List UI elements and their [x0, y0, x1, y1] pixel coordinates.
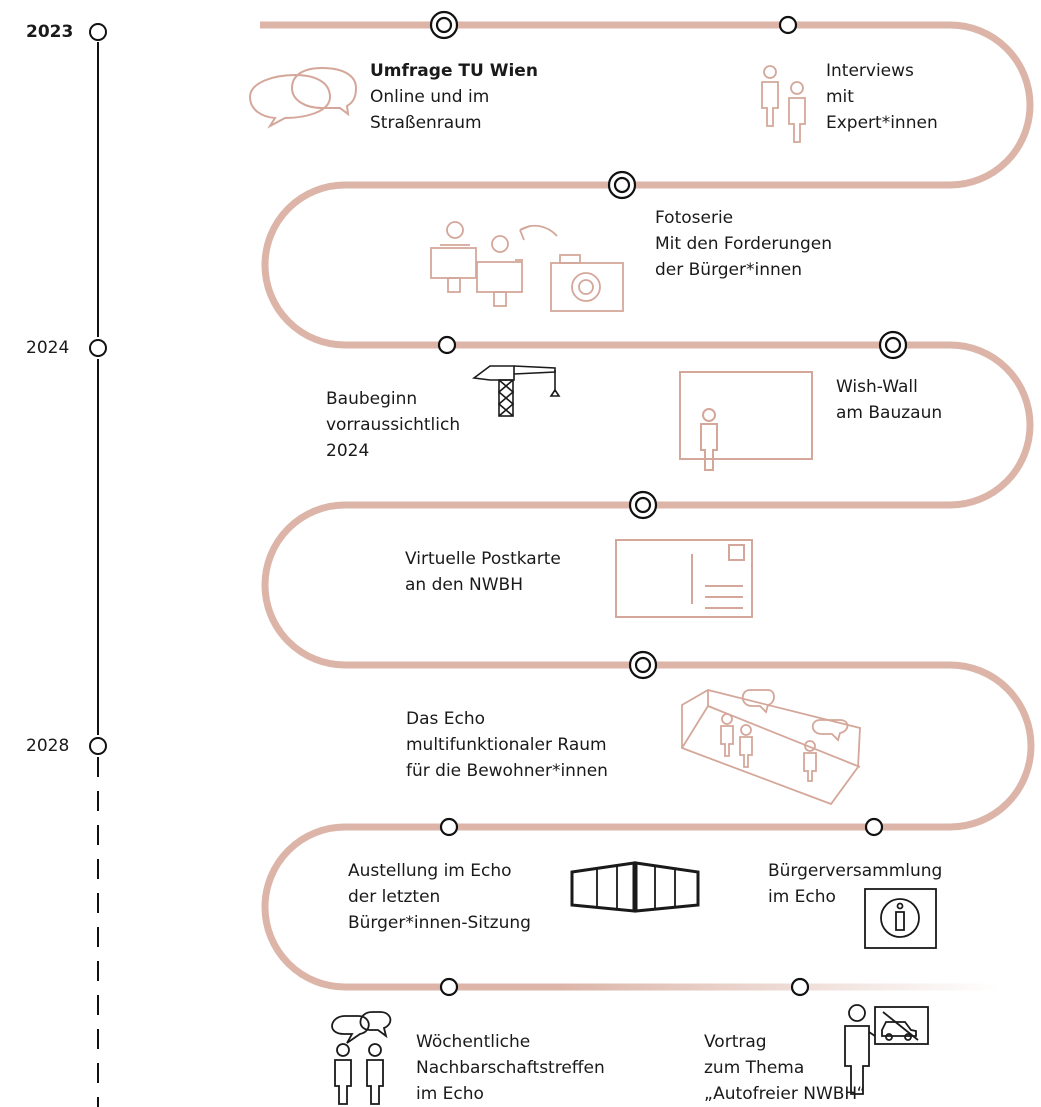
- event-line: an den NWBH: [405, 575, 523, 595]
- year-marker-2024: [89, 339, 107, 357]
- event-line: Bürger*innen-Sitzung: [348, 913, 531, 933]
- event-title: Austellung im Echo: [348, 861, 512, 881]
- event-line: multifunktionaler Raum: [406, 735, 607, 755]
- event-postkarte: Virtuelle Postkarte an den NWBH: [405, 546, 561, 598]
- year-label-2028: 2028: [26, 736, 70, 756]
- event-title: Baubeginn: [326, 389, 418, 409]
- event-title: Virtuelle Postkarte: [405, 549, 561, 569]
- minor-marker: [439, 977, 459, 997]
- event-fotoserie: Fotoserie Mit den Forderungen der Bürger…: [655, 205, 832, 283]
- event-versammlung: Bürgerversammlung im Echo: [768, 858, 942, 910]
- event-line: Expert*innen: [826, 113, 938, 133]
- wall-icon: [679, 371, 813, 471]
- info-icon: [864, 888, 937, 949]
- event-title: Das Echo: [406, 709, 486, 729]
- event-line: mit: [826, 87, 854, 107]
- minor-marker: [439, 817, 459, 837]
- presenter-car-icon: [844, 1004, 929, 1095]
- postcard-icon: [615, 539, 753, 618]
- event-line: für die Bewohner*innen: [406, 761, 608, 781]
- event-title: Fotoserie: [655, 208, 734, 228]
- minor-marker: [790, 977, 810, 997]
- event-line: im Echo: [416, 1084, 484, 1104]
- two-persons-icon: [761, 65, 806, 143]
- event-treffen: Wöchentliche Nachbarschaftstreffen im Ec…: [416, 1029, 605, 1107]
- room-icon: [681, 689, 861, 806]
- event-interviews: Interviews mit Expert*innen: [826, 58, 938, 136]
- major-marker: [628, 650, 658, 680]
- event-wishwall: Wish-Wall am Bauzaun: [836, 374, 942, 426]
- path-markers: [429, 10, 908, 997]
- event-line: Mit den Forderungen: [655, 234, 832, 254]
- major-marker: [607, 170, 637, 200]
- camera-icon: [430, 221, 624, 312]
- event-title: Vortrag: [704, 1032, 767, 1052]
- minor-marker: [437, 335, 457, 355]
- event-line: zum Thema: [704, 1058, 805, 1078]
- event-echo: Das Echo multifunktionaler Raum für die …: [406, 706, 608, 784]
- major-marker: [429, 10, 459, 40]
- path-fade: [560, 983, 1000, 991]
- event-title: Wöchentliche: [416, 1032, 531, 1052]
- event-austellung: Austellung im Echo der letzten Bürger*in…: [348, 858, 531, 936]
- event-vortrag: Vortrag zum Thema „Autofreier NWBH“: [704, 1029, 865, 1107]
- event-umfrage: Umfrage TU Wien Online und im Straßenrau…: [370, 58, 538, 136]
- event-line: „Autofreier NWBH“: [704, 1084, 866, 1104]
- year-label-2024: 2024: [26, 338, 70, 358]
- event-line: 2024: [326, 441, 370, 461]
- event-line: der letzten: [348, 887, 441, 907]
- event-title: Umfrage TU Wien: [370, 61, 538, 81]
- event-line: im Echo: [768, 887, 836, 907]
- event-line: Online und im: [370, 87, 490, 107]
- event-title: Nachbarschaftstreffen: [416, 1058, 605, 1078]
- event-baubeginn: Baubeginn vorraussichtlich 2024: [326, 386, 460, 464]
- year-axis: [89, 23, 107, 1107]
- event-title: Bürgerversammlung: [768, 861, 943, 881]
- minor-marker: [864, 817, 884, 837]
- event-title: Interviews: [826, 61, 914, 81]
- speech-bubbles-icon: [248, 66, 358, 129]
- event-title: Wish-Wall: [836, 377, 918, 397]
- crane-icon: [471, 365, 561, 417]
- year-marker-2028: [89, 737, 107, 755]
- year-label-2023: 2023: [26, 22, 74, 42]
- event-line: vorraussichtlich: [326, 415, 461, 435]
- major-marker: [878, 330, 908, 360]
- major-marker: [628, 490, 658, 520]
- event-line: am Bauzaun: [836, 403, 943, 423]
- exhibition-icon: [570, 861, 700, 913]
- year-marker-2023: [89, 23, 107, 41]
- minor-marker: [778, 15, 798, 35]
- neighbours-icon: [331, 1011, 392, 1105]
- event-line: der Bürger*innen: [655, 260, 803, 280]
- event-line: Straßenraum: [370, 113, 482, 133]
